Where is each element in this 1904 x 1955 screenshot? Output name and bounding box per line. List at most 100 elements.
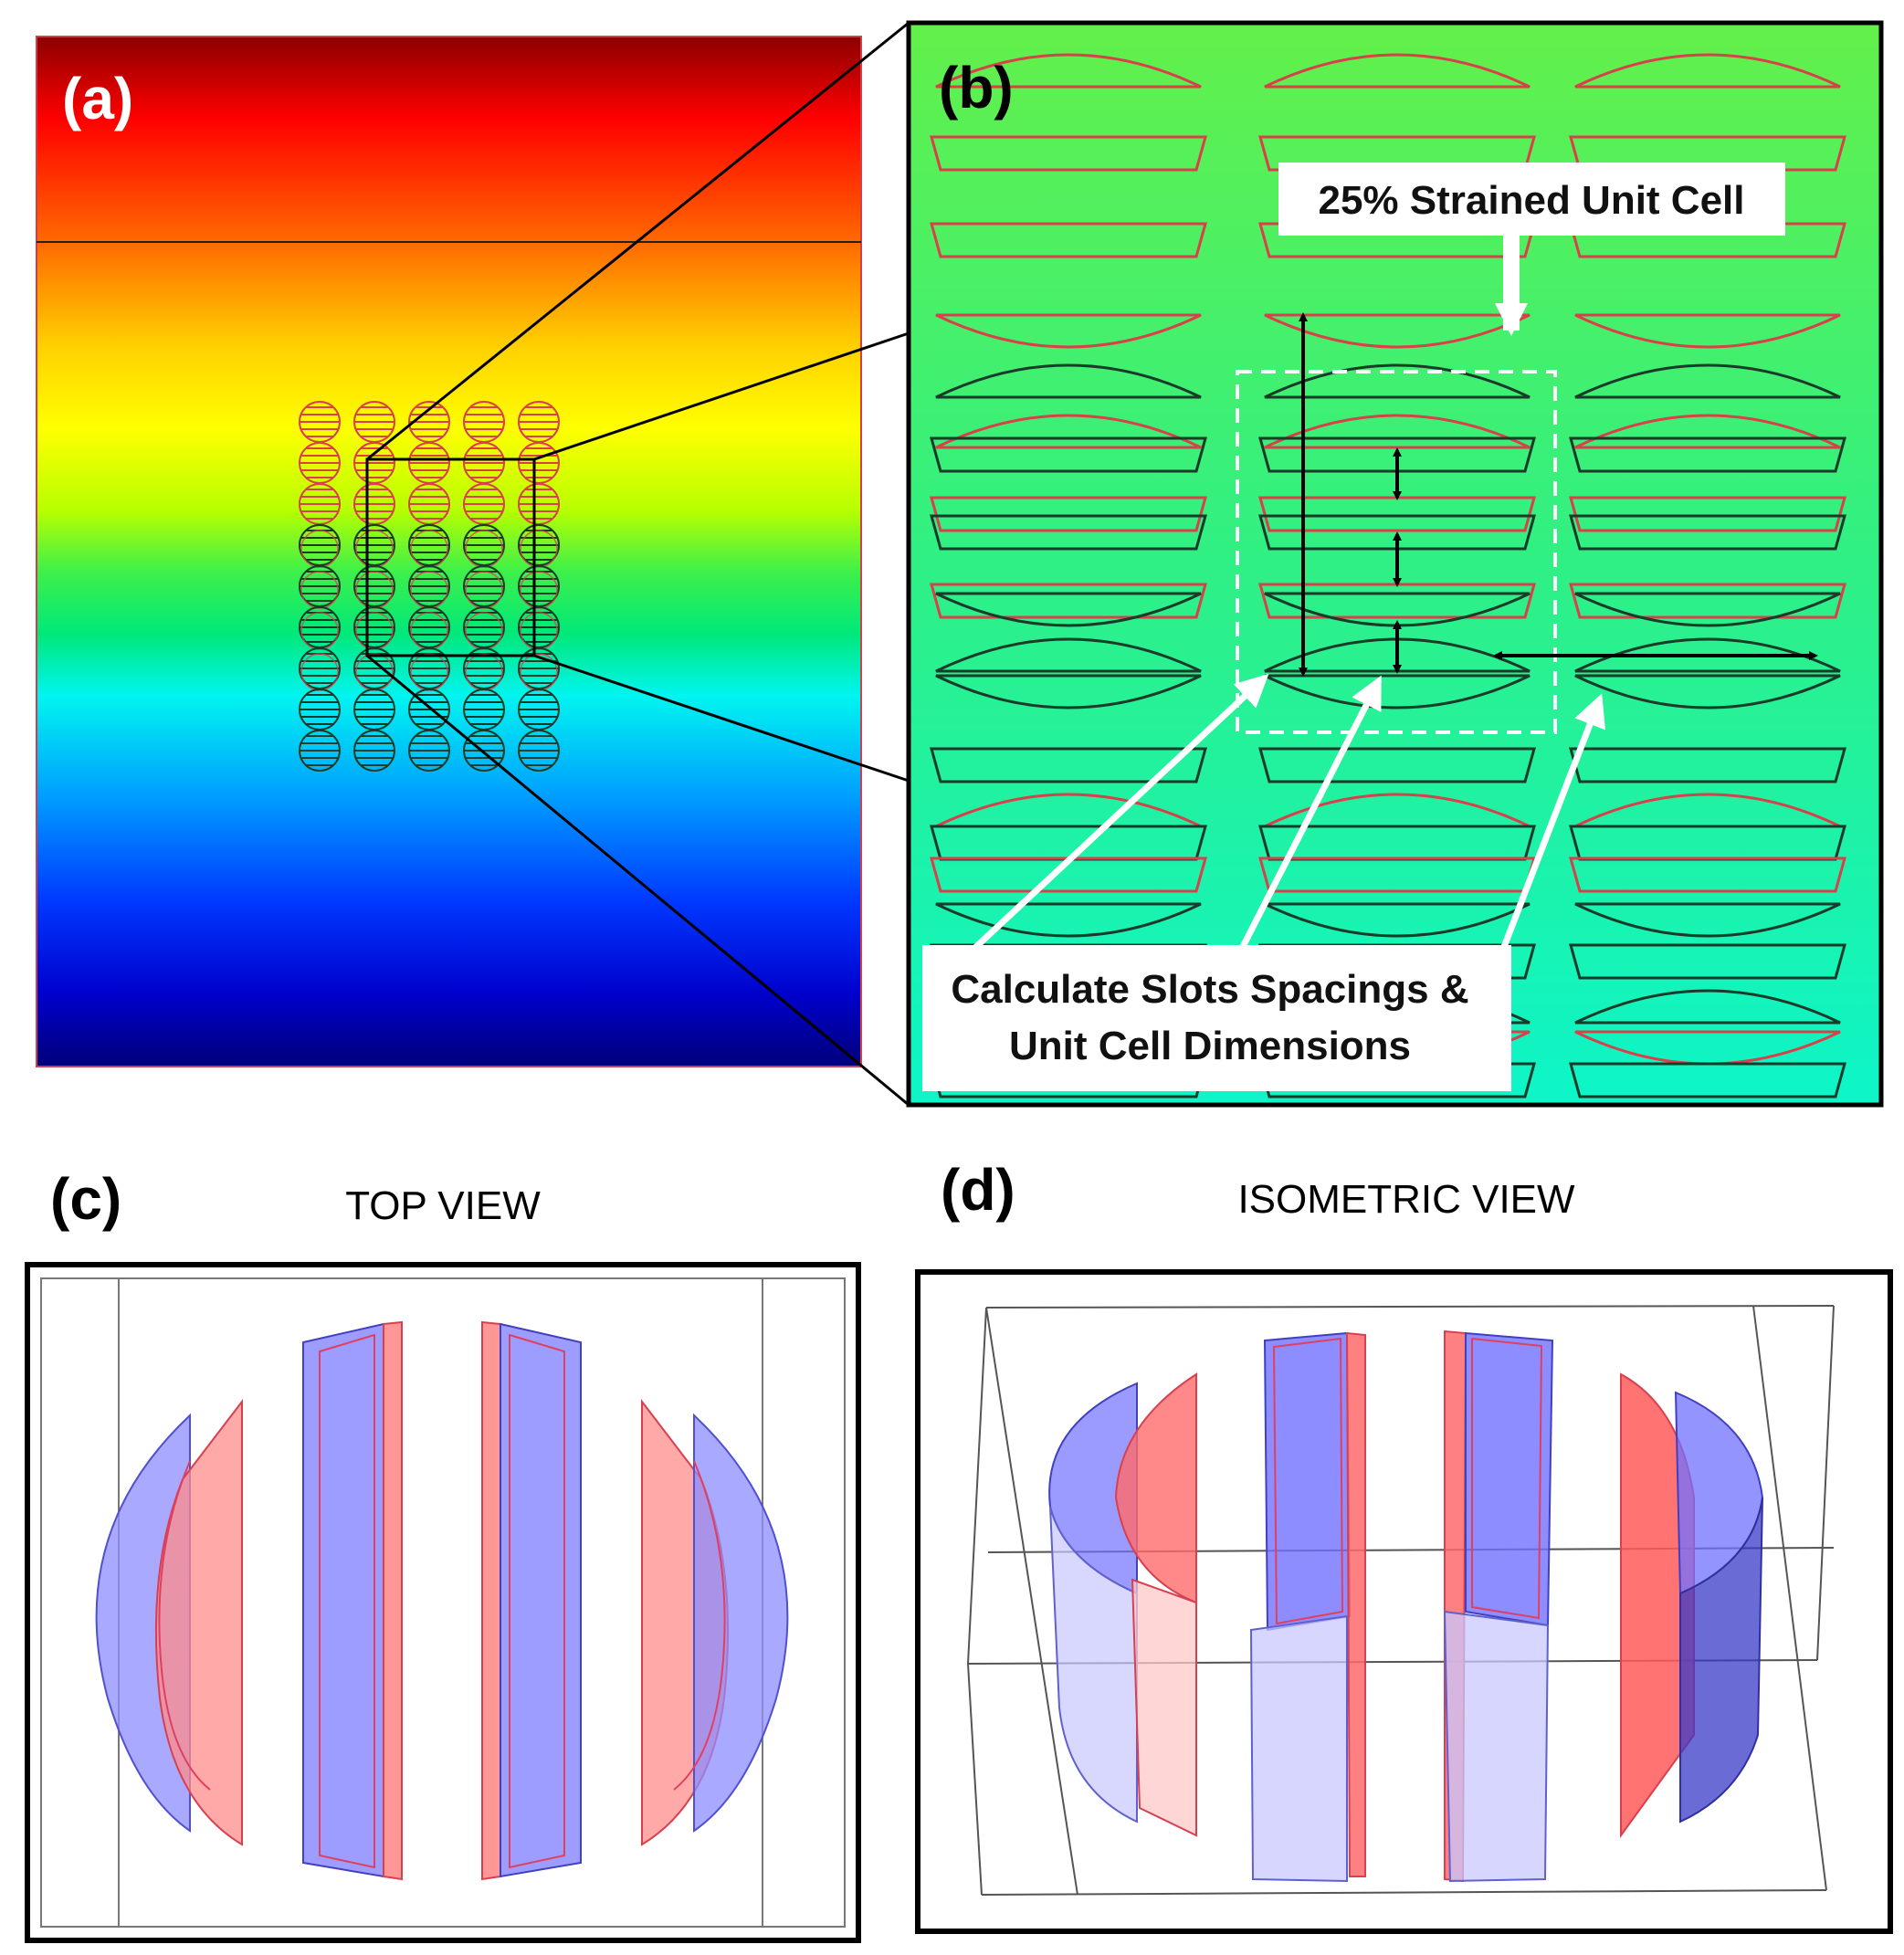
zoomed-bar-slot xyxy=(1569,943,1846,980)
slot-cell xyxy=(518,688,560,730)
zoomed-cap-slot xyxy=(935,637,1202,673)
slot-cell xyxy=(408,442,450,484)
zoomed-bar-slot xyxy=(1569,1062,1846,1098)
zoomed-bar-slot xyxy=(930,496,1207,532)
blue-bar-center-right xyxy=(500,1322,582,1878)
slot-cell xyxy=(518,401,560,443)
connector-line xyxy=(366,21,910,461)
zoomed-bar-slot xyxy=(1258,514,1536,551)
red-segment-left xyxy=(154,1399,243,1846)
iso-red-bar-center-left xyxy=(1345,1331,1366,1877)
zoomed-bar-slot xyxy=(1569,583,1846,619)
slot-cell xyxy=(299,442,341,484)
panel-c: (c) TOP VIEW xyxy=(25,1166,861,1943)
panel-d-label: (d) xyxy=(941,1157,1015,1223)
zoomed-bar-slot xyxy=(930,436,1207,473)
panel-a-label: (a) xyxy=(62,66,133,131)
panel-d: (d) ISOMETRIC VIEW xyxy=(915,1157,1893,1934)
zoomed-cap-slot xyxy=(935,674,1202,709)
slot-cell xyxy=(408,688,450,730)
slot-cell xyxy=(299,647,341,691)
zoomed-bar-slot xyxy=(930,135,1207,172)
zoomed-bar-slot xyxy=(1258,583,1536,619)
panel-b-label: (b) xyxy=(939,55,1014,121)
wire-edge xyxy=(985,1305,1835,1309)
unit-cell-callout-box xyxy=(1278,163,1785,236)
red-bar-center-right xyxy=(481,1320,501,1881)
wire-edge xyxy=(967,1663,983,1896)
slot-cell xyxy=(463,524,505,568)
zoomed-bar-slot xyxy=(1569,135,1846,172)
slot-cell xyxy=(518,442,560,484)
deformed-outline-left xyxy=(158,1460,211,1791)
calc-callout-text-line2: Unit Cell Dimensions xyxy=(1009,1024,1411,1068)
connector-line xyxy=(366,654,910,1107)
iso-deformed-outline-center-right xyxy=(1471,1337,1543,1620)
iso-red-segment-left-side xyxy=(1131,1578,1197,1837)
zoomed-cap-slot xyxy=(1574,53,1841,89)
iso-blue-bar-center-right-side xyxy=(1443,1610,1550,1883)
slot-cell xyxy=(518,483,560,525)
wire-edge xyxy=(981,1889,1827,1896)
slot-cell xyxy=(299,483,341,525)
slot-cell xyxy=(353,524,395,568)
slot-cell xyxy=(463,565,505,609)
blue-segment-right xyxy=(693,1413,789,1833)
panel-a: (a) xyxy=(36,36,862,1067)
zoomed-cap-slot xyxy=(935,363,1202,399)
unit-cell-callout-text: 25% Strained Unit Cell xyxy=(1318,178,1744,223)
zoomed-cap-slot xyxy=(1264,793,1531,828)
zoomed-bar-slot xyxy=(1569,747,1846,783)
zoomed-cap-slot xyxy=(935,902,1202,938)
iso-blue-segment-left-side xyxy=(1049,1506,1138,1824)
callout-arrow xyxy=(1225,675,1383,977)
slot-cell xyxy=(353,401,395,443)
zoomed-bar-slot xyxy=(1569,514,1846,551)
zoomed-bar-slot xyxy=(1258,496,1536,532)
callout-arrow xyxy=(1489,693,1605,977)
slot-cell xyxy=(408,730,450,772)
slot-cell xyxy=(299,401,341,443)
zoomed-cap-slot xyxy=(1264,902,1531,938)
deformed-outline-right xyxy=(673,1460,726,1791)
slot-cell xyxy=(463,483,505,525)
zoomed-cap-slot xyxy=(935,313,1202,349)
iso-blue-segment-right-side xyxy=(1679,1497,1763,1824)
zoomed-cap-slot xyxy=(1574,313,1841,349)
zoomed-bar-slot xyxy=(930,747,1207,783)
red-bar-center-left xyxy=(383,1320,403,1881)
isometric-view-title: ISOMETRIC VIEW xyxy=(1237,1177,1575,1222)
slot-cell xyxy=(408,401,450,443)
slot-cell xyxy=(463,401,505,443)
iso-red-segment-left-top xyxy=(1114,1372,1197,1604)
slot-cell xyxy=(353,730,395,772)
zoomed-cap-slot xyxy=(1574,363,1841,399)
wire-edge xyxy=(985,1307,1078,1896)
wire-edge xyxy=(1752,1305,1827,1891)
zoom-region-box xyxy=(365,457,536,657)
unit-cell-box xyxy=(1236,370,1557,734)
callout-arrow xyxy=(936,673,1269,984)
wire-edge xyxy=(967,1307,987,1665)
zoomed-cap-slot xyxy=(1574,674,1841,709)
slot-cell xyxy=(408,565,450,609)
zoomed-cap-slot xyxy=(935,793,1202,828)
zoomed-cap-slot xyxy=(935,592,1202,627)
zoom-connectors xyxy=(366,21,910,1107)
iso-deformed-outline-center-left xyxy=(1272,1337,1344,1625)
iso-blue-bar-center-left xyxy=(1263,1331,1352,1632)
panel-c-label: (c) xyxy=(50,1166,121,1232)
slot-cell xyxy=(518,730,560,772)
iso-blue-bar-center-left-side xyxy=(1249,1614,1348,1883)
top-view-inner-frame xyxy=(40,1277,846,1928)
connector-line xyxy=(533,654,910,783)
zoomed-cap-slot xyxy=(935,53,1202,89)
zoomed-cap-slot xyxy=(1264,674,1531,709)
zoomed-bar-slot xyxy=(930,514,1207,551)
zoomed-cap-slot xyxy=(1574,989,1841,1025)
zoomed-bar-slot xyxy=(1569,496,1846,532)
zoomed-bar-slot xyxy=(1258,747,1536,783)
slot-cell xyxy=(463,442,505,484)
connector-line xyxy=(533,331,910,461)
slot-cell xyxy=(299,688,341,730)
